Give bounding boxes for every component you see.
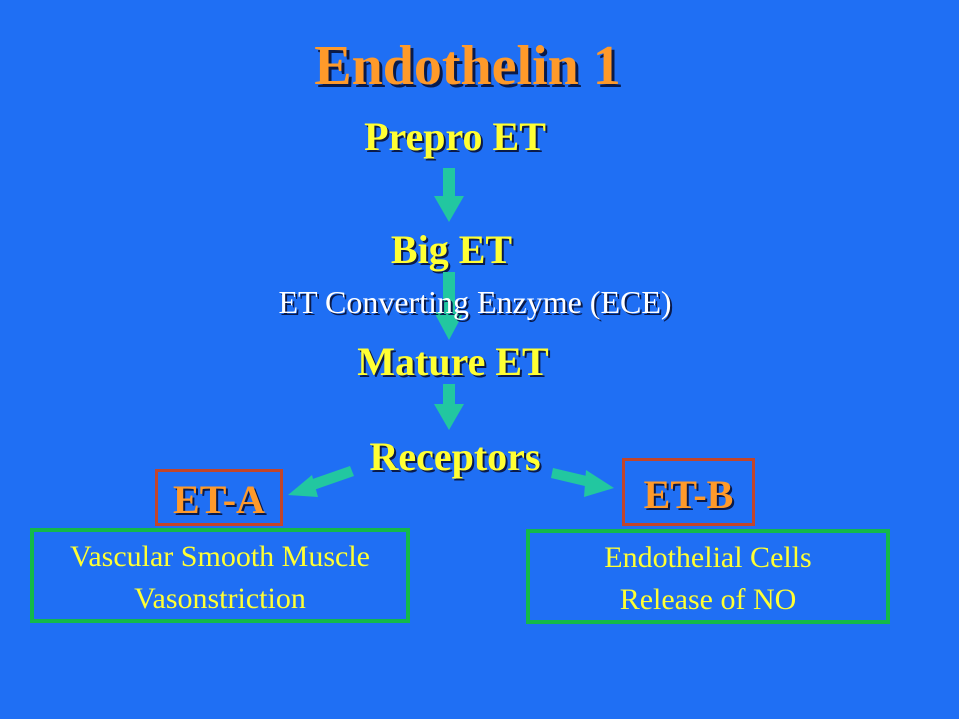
receptor-eta-label: ET-A xyxy=(173,477,265,522)
node-prepro-et: Prepro ET xyxy=(364,114,546,159)
receptor-etb-label: ET-B xyxy=(643,472,734,517)
receptor-eta-box: ET-A xyxy=(155,469,283,526)
eta-effect-line-1: Vascular Smooth Muscle xyxy=(70,540,370,573)
receptor-etb-box: ET-B xyxy=(622,458,755,526)
arrow-receptors-to-etb xyxy=(551,468,614,497)
etb-effect-line-2: Release of NO xyxy=(619,583,797,616)
node-mature-et: Mature ET xyxy=(357,339,549,384)
slide-title: Endothelin 1 xyxy=(314,35,621,97)
enzyme-label: ET Converting Enzyme (ECE) xyxy=(278,284,672,320)
etb-effect-line-1: Endothelial Cells xyxy=(604,541,812,574)
arrow-mature-to-receptors xyxy=(434,384,464,430)
etb-effect-box: Endothelial Cells Release of NO xyxy=(526,529,890,624)
arrow-receptors-to-eta xyxy=(288,466,354,497)
arrow-prepro-to-big xyxy=(434,168,464,222)
eta-effect-box: Vascular Smooth Muscle Vasonstriction xyxy=(30,528,410,623)
node-receptors: Receptors xyxy=(369,434,541,479)
eta-effect-line-2: Vasonstriction xyxy=(134,582,306,615)
node-big-et: Big ET xyxy=(390,227,513,272)
arrow-big-to-mature xyxy=(434,272,464,340)
